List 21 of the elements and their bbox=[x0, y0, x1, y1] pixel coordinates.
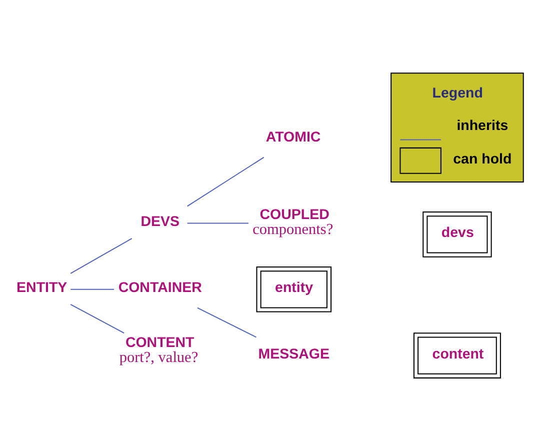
node-text: CONTAINER bbox=[118, 280, 202, 296]
connector bbox=[197, 306, 256, 338]
node-text: ATOMIC bbox=[266, 129, 321, 146]
label: Legend bbox=[432, 84, 483, 101]
node-label: components? bbox=[252, 220, 334, 238]
node-text: COUPLED bbox=[260, 206, 330, 222]
legend-label: can hold bbox=[453, 150, 512, 167]
node-box: entity bbox=[256, 266, 332, 312]
node-text: DEVS bbox=[140, 213, 180, 230]
connector bbox=[70, 288, 114, 290]
node-box: devs bbox=[422, 211, 492, 257]
connector bbox=[70, 237, 132, 274]
legend-label: inherits bbox=[456, 117, 508, 134]
connector bbox=[187, 222, 248, 224]
node-text: ENTITY bbox=[16, 280, 68, 296]
node-text: MESSAGE bbox=[258, 346, 330, 362]
node-box: content bbox=[413, 332, 501, 378]
node-text: CONTENT bbox=[125, 334, 194, 351]
node-label: port?, value? bbox=[119, 348, 198, 366]
connector bbox=[70, 303, 124, 333]
connector bbox=[187, 156, 264, 206]
